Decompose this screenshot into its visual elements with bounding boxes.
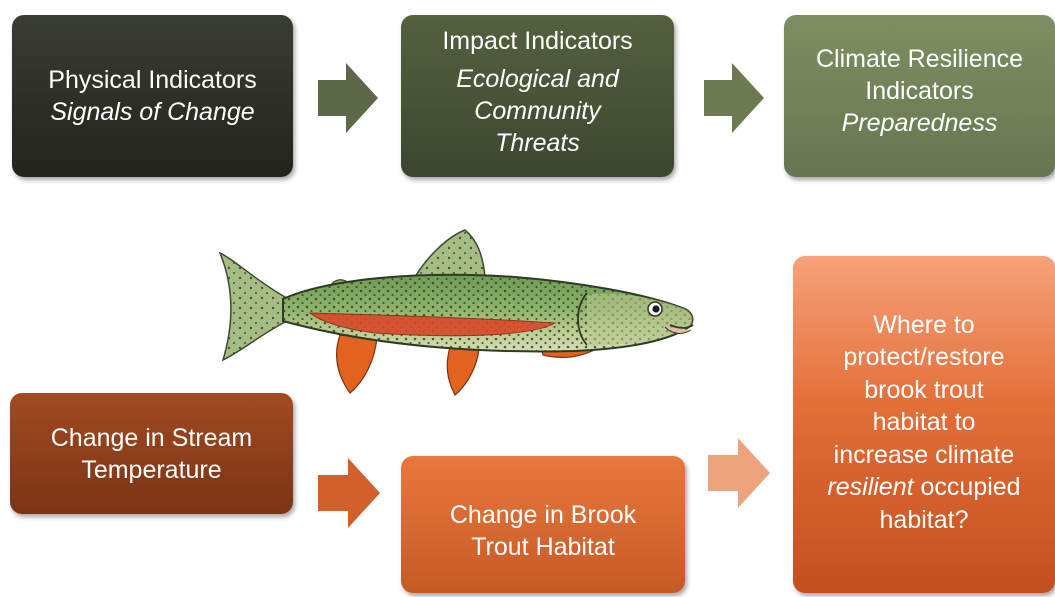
pelvic-fin [336, 334, 378, 394]
impact-indicators-title: Impact Indicators [442, 27, 633, 55]
stream-line1: Change in Stream [50, 423, 253, 452]
resilience-title-line2: Indicators [865, 77, 974, 105]
impact-indicators-box: Impact Indicators Ecological and Communi… [401, 15, 674, 177]
where-line1: Where to [873, 310, 975, 339]
lateral-stripe [308, 312, 557, 337]
where-line6-rest: occupied [913, 473, 1021, 502]
arrow-right-icon [708, 438, 770, 508]
impact-subtitle-line2: Community [474, 97, 601, 125]
arrow-right-icon [318, 63, 378, 133]
stream-temperature-box: Change in Stream Temperature [10, 393, 293, 514]
brook-trout-habitat-box: Change in Brook Trout Habitat [401, 456, 685, 593]
arrow-right-icon [318, 458, 380, 528]
arrow-right-icon [704, 63, 764, 133]
where-line2: protect/restore [843, 343, 1005, 372]
brook-line2: Trout Habitat [471, 532, 615, 561]
where-line7: habitat? [879, 505, 969, 534]
where-line6-italic: resilient [827, 473, 914, 502]
where-line4: habitat to [872, 408, 976, 437]
brook-trout-illustration [218, 229, 694, 396]
where-line6: resilient occupied [827, 471, 1020, 504]
anal-fin [446, 346, 480, 396]
resilience-title-line1: Climate Resilience [815, 45, 1024, 73]
physical-indicators-box: Physical Indicators Signals of Change [12, 15, 293, 177]
impact-subtitle-line3: Threats [495, 129, 580, 157]
physical-indicators-subtitle: Signals of Change [50, 98, 255, 126]
physical-indicators-title: Physical Indicators [48, 66, 257, 94]
climate-resilience-indicators-box: Climate Resilience Indicators Preparedne… [784, 15, 1055, 177]
impact-subtitle-line1: Ecological and [456, 65, 619, 93]
stream-line2: Temperature [81, 455, 222, 484]
brook-line1: Change in Brook [449, 500, 637, 529]
where-line5: increase climate [833, 440, 1015, 469]
impact-indicators-subtitle: Ecological and Community Threats [456, 63, 619, 159]
where-to-protect-box: Where to protect/restore brook trout hab… [793, 256, 1055, 593]
resilience-subtitle: Preparedness [841, 109, 998, 137]
where-line3: brook trout [864, 375, 984, 404]
